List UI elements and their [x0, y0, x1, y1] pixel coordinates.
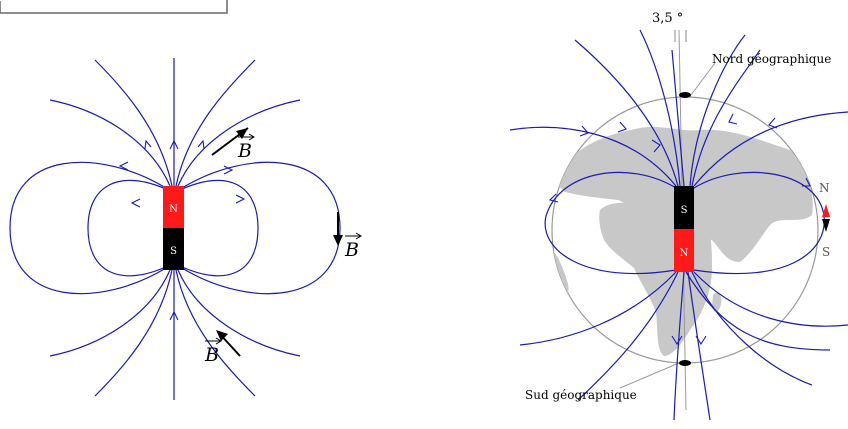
geographic-north-pole-marker — [679, 92, 691, 98]
magnet-south-label: S — [170, 246, 177, 257]
compass-south-tip — [822, 219, 830, 232]
magnet-north-half — [163, 186, 184, 228]
earth-magnetic-field-diagram: S N N S 3,5 ° Nord géographique Sud géog… — [509, 11, 848, 421]
earth-magnet-bottom-label: N — [680, 248, 689, 259]
earth-bar-magnet: S N — [674, 186, 694, 272]
field-vector-1-label: B — [237, 140, 252, 162]
compass-north-label: N — [819, 181, 830, 195]
geographic-south-label: Sud géographique — [525, 388, 637, 402]
earth-magnet-top-label: S — [681, 205, 688, 216]
field-direction-arrows — [118, 139, 246, 321]
geographic-north-label: Nord géographique — [712, 52, 831, 66]
earth-field-arrows — [548, 113, 811, 346]
field-vector-2-label: B — [344, 239, 359, 261]
compass-south-label: S — [822, 245, 830, 259]
compass-needle: N S — [819, 181, 830, 259]
magnet-south-half — [163, 228, 184, 270]
declination-angle-label: 3,5 ° — [652, 11, 683, 26]
earth-magnet-top-half — [674, 186, 694, 229]
field-vector-1: B — [211, 127, 255, 162]
field-vector-3: B — [204, 330, 241, 366]
magnet-north-label: N — [169, 204, 178, 215]
field-vector-3-label: B — [204, 344, 219, 366]
geographic-south-pole-marker — [679, 360, 691, 366]
earth-magnet-bottom-half — [674, 229, 694, 272]
compass-north-tip — [822, 204, 830, 217]
field-lines — [9, 58, 341, 400]
bar-magnet-field-diagram: N S B B B — [9, 58, 362, 400]
caption-box-edge — [0, 0, 228, 14]
bar-magnet: N S — [163, 186, 184, 270]
field-vector-2: B — [333, 212, 362, 261]
